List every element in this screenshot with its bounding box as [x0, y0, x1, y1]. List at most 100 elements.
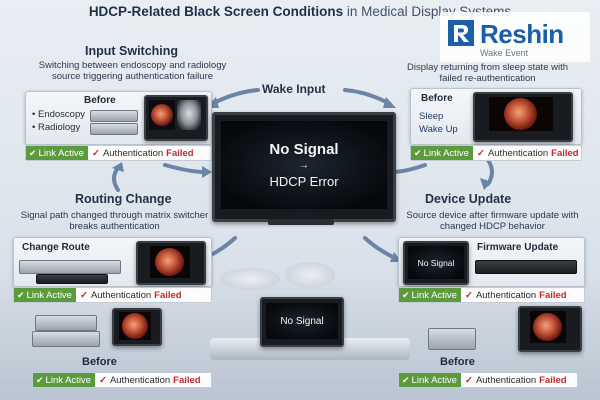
device-update-heading: Device Update [425, 192, 512, 206]
bottom-center-screen: No Signal [266, 303, 338, 339]
input-switching-heading: Input Switching [85, 44, 179, 58]
device-update-panel-label: Firmware Update [477, 242, 559, 253]
cross-icon: ✓ [91, 147, 100, 159]
bottom-left-device-upper [35, 315, 97, 331]
endoscopy-image [155, 248, 184, 276]
state-sleep: Sleep [419, 111, 444, 122]
routing-change-panel-label: Change Route [22, 242, 90, 253]
title-bold: HDCP-Related Black Screen Conditions [88, 4, 344, 19]
cross-icon: ✓ [464, 289, 473, 301]
wake-panel-label: Before [421, 93, 453, 104]
arrow-icon [390, 163, 427, 174]
wake-input-label: Wake Input [262, 82, 326, 96]
cross-icon: ✓ [79, 289, 88, 301]
arrow-icon [486, 158, 494, 186]
link-active-badge: ✔Link Active [26, 146, 88, 160]
bottom-center-no-signal: No Signal [280, 315, 324, 327]
cross-icon: ✓ [476, 147, 485, 159]
logo-subtitle: Wake Event [480, 48, 529, 58]
reshin-logo-icon [448, 20, 474, 46]
wake-monitor [473, 92, 573, 142]
arrow-icon [343, 88, 392, 106]
bottom-center-monitor: No Signal [260, 297, 344, 347]
arrow-icon [163, 163, 207, 174]
bottom-left-device-lower [32, 331, 100, 347]
check-icon: ✔ [36, 374, 44, 385]
bottom-left-before-label: Before [82, 356, 117, 368]
bottom-right-device [428, 328, 476, 350]
surgical-lamp-left [220, 268, 280, 290]
bottom-right-before-label: Before [440, 356, 475, 368]
check-icon: ✔ [17, 289, 25, 300]
center-arrow-icon: → [299, 160, 309, 171]
device-update-description: Source device after firmware update with… [406, 210, 579, 232]
check-icon: ✔ [402, 289, 410, 300]
link-active-badge: ✔Link Active [399, 373, 461, 387]
device-update-no-signal: No Signal [417, 257, 455, 268]
arrow-icon [202, 166, 212, 178]
source-list: Endoscopy Radiology [32, 108, 85, 134]
arrow-icon [210, 88, 260, 106]
input-switching-panel: Before Endoscopy Radiology [25, 91, 212, 145]
input-switching-panel-label: Before [84, 95, 116, 106]
center-screen: No Signal → HDCP Error [221, 121, 387, 209]
routing-change-description: Signal path changed through matrix switc… [20, 210, 209, 232]
center-no-signal: No Signal [269, 141, 339, 158]
routing-change-panel: Change Route [13, 237, 212, 287]
matrix-switcher-device [19, 260, 121, 274]
reshin-logo: Reshin Wake Event [440, 12, 590, 62]
check-icon: ✔ [402, 374, 410, 385]
source-item-radiology: Radiology [32, 121, 85, 134]
check-icon: ✔ [414, 147, 422, 158]
endoscopy-image [122, 313, 148, 339]
source-item-endoscopy: Endoscopy [32, 108, 85, 121]
input-switching-description: Switching between endoscopy and radiolog… [38, 60, 227, 82]
cross-icon: ✓ [464, 374, 473, 386]
link-active-badge: ✔Link Active [33, 373, 95, 387]
bottom-left-monitor [112, 308, 162, 346]
arrow-icon [112, 162, 124, 172]
input-switching-monitor [144, 95, 208, 141]
link-active-badge: ✔Link Active [399, 288, 461, 302]
endoscopy-image [151, 104, 173, 126]
device-update-monitor: No Signal [403, 241, 469, 285]
link-active-badge: ✔Link Active [14, 288, 76, 302]
link-active-badge: ✔Link Active [411, 146, 473, 160]
arrow-icon [112, 166, 120, 192]
logo-brand: Reshin [480, 19, 564, 49]
arrow-icon [363, 236, 397, 260]
endoscopy-image [533, 313, 562, 341]
wake-panel: Before Sleep Wake Up [410, 88, 582, 145]
radiology-device [90, 123, 138, 135]
surgical-lamp-right [285, 262, 335, 288]
firmware-device [475, 260, 577, 274]
routing-change-monitor [136, 241, 206, 285]
endoscopy-device [90, 110, 138, 122]
endoscopy-image [504, 98, 537, 130]
router-device [36, 274, 108, 284]
state-wake-up: Wake Up [419, 124, 458, 135]
check-icon: ✔ [29, 147, 37, 158]
arrow-icon [480, 178, 492, 190]
routing-change-heading: Routing Change [75, 192, 172, 206]
bottom-right-monitor [518, 306, 582, 352]
wake-description: Display returning from sleep state with … [406, 62, 569, 84]
radiology-image [177, 100, 201, 130]
center-hdcp-error: HDCP Error [269, 174, 339, 189]
center-monitor-stand [268, 219, 334, 225]
cross-icon: ✓ [98, 374, 107, 386]
device-update-screen: No Signal [408, 246, 464, 279]
center-monitor: No Signal → HDCP Error [212, 112, 396, 222]
